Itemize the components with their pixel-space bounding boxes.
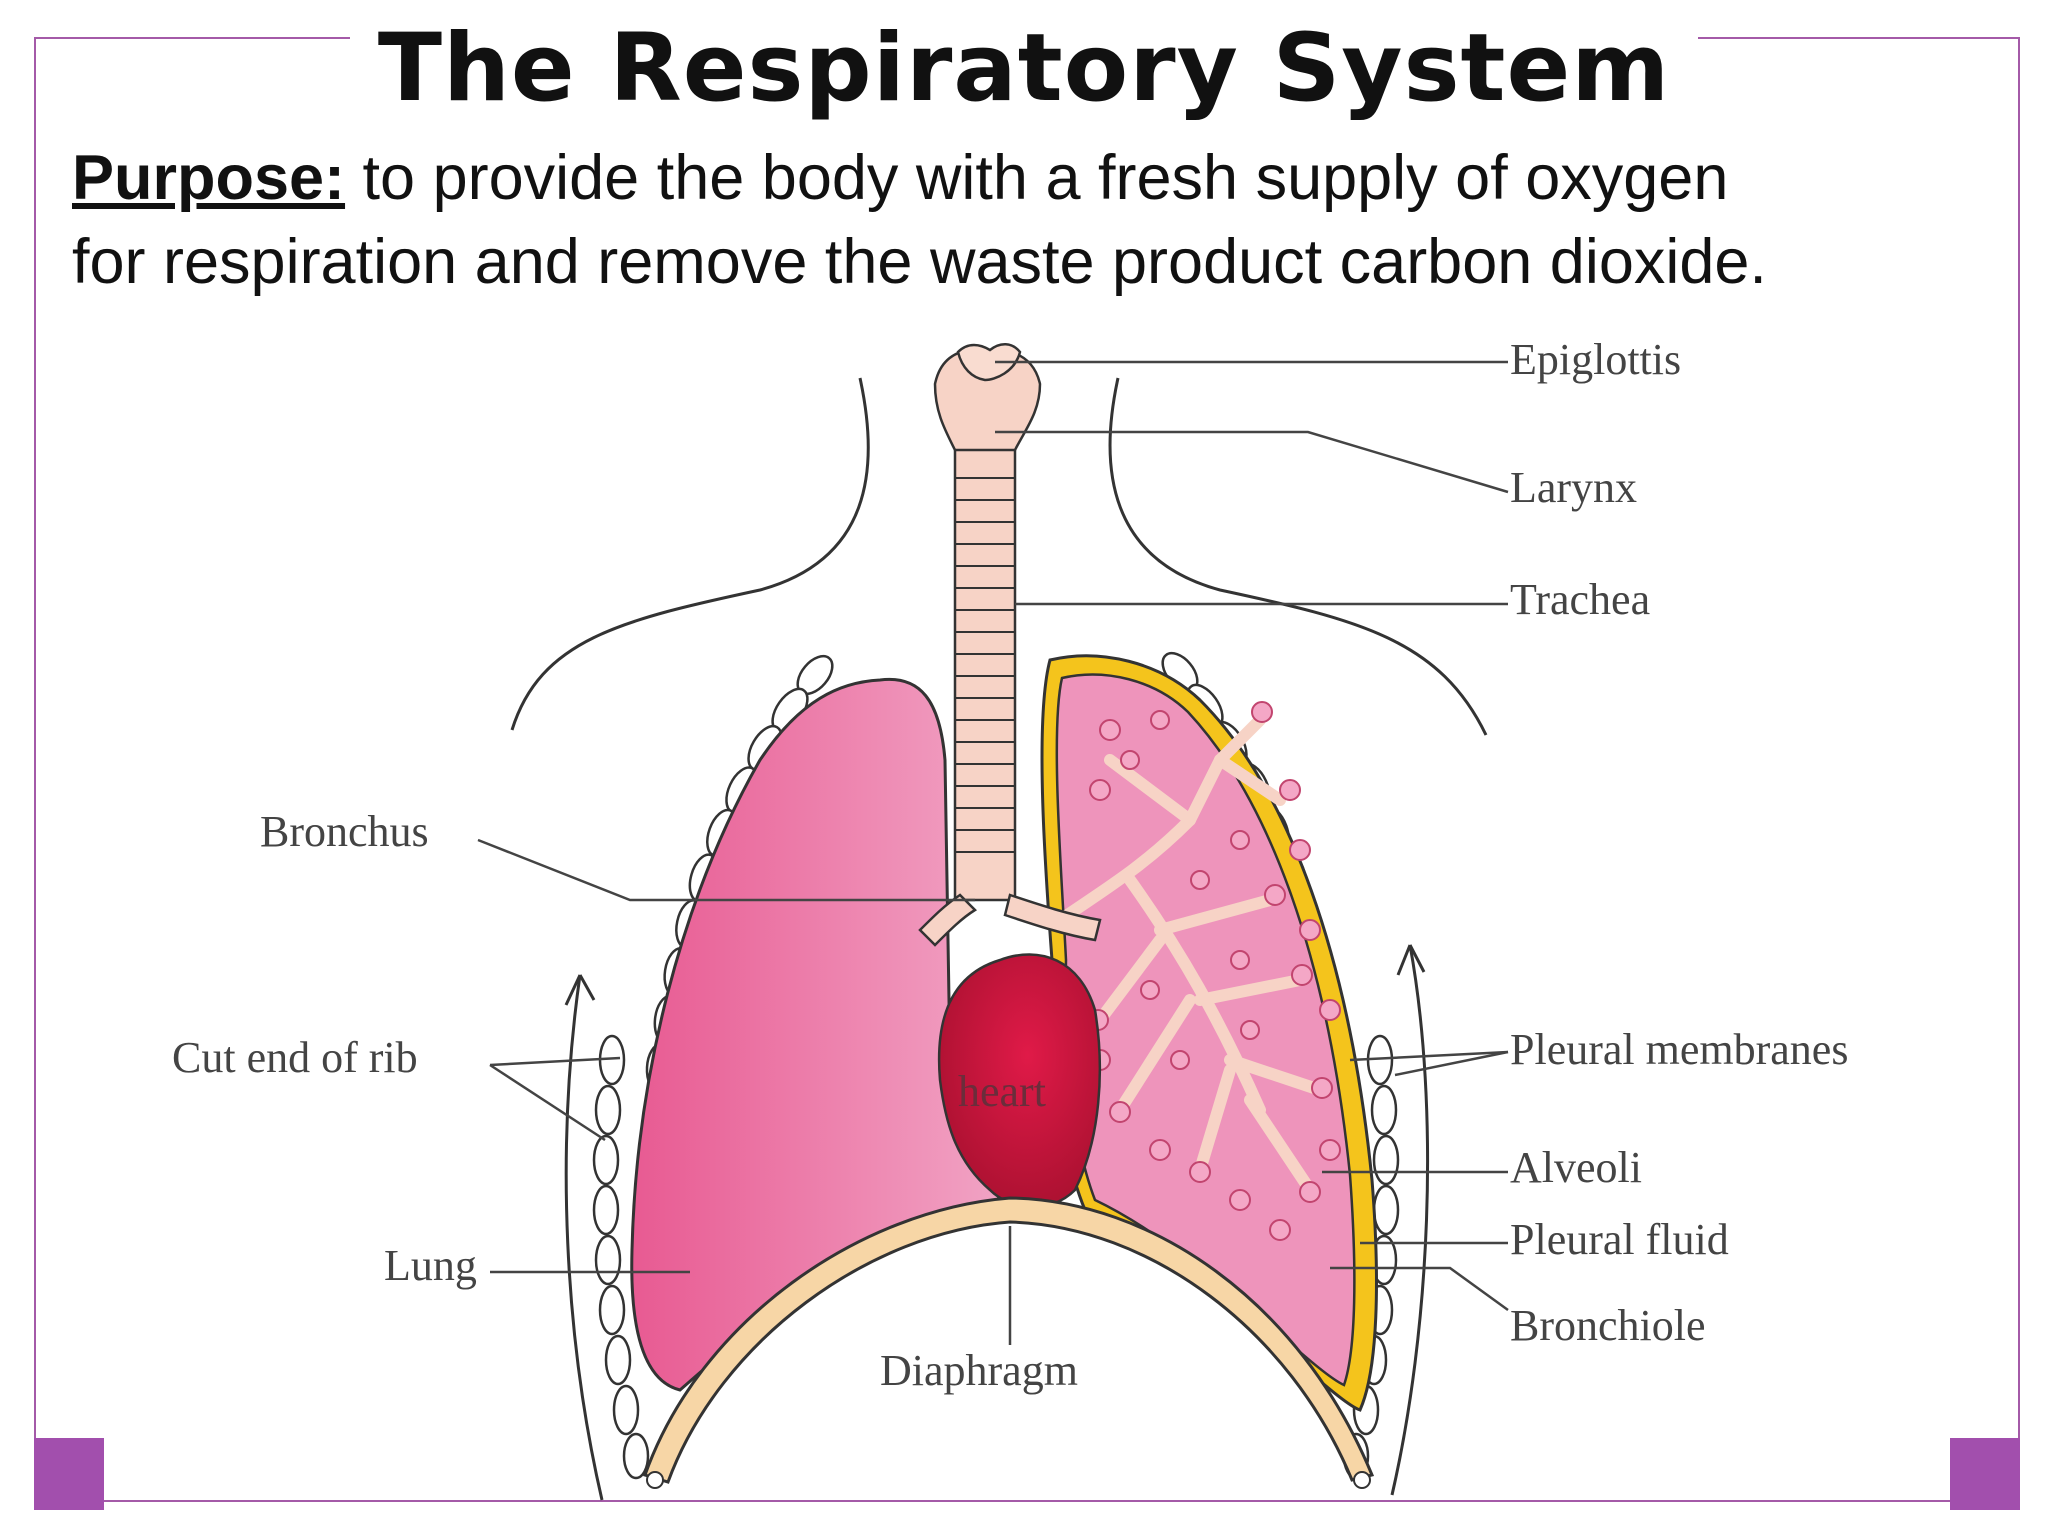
label-bronchus: Bronchus xyxy=(260,807,429,856)
label-larynx: Larynx xyxy=(1510,463,1637,512)
purpose-label: Purpose: xyxy=(72,143,346,213)
label-pleural-membranes: Pleural membranes xyxy=(1510,1025,1848,1074)
trachea xyxy=(953,418,1017,902)
purpose-text-line1: to provide the body with a fresh supply … xyxy=(345,143,1729,213)
diaphragm-end-right xyxy=(1353,1471,1371,1489)
corner-square-left xyxy=(34,1438,104,1510)
bronchi xyxy=(918,893,1102,947)
label-lung: Lung xyxy=(384,1241,477,1290)
slide-title: The Respiratory System xyxy=(0,14,2048,123)
diaphragm xyxy=(643,1196,1375,1484)
label-bronchiole: Bronchiole xyxy=(1510,1301,1706,1350)
slide-title-text: The Respiratory System xyxy=(349,14,1699,123)
label-epiglottis: Epiglottis xyxy=(1510,335,1681,384)
body-outline xyxy=(510,377,1488,736)
label-pleural-fluid: Pleural fluid xyxy=(1510,1215,1729,1264)
bronchiole-tree xyxy=(1054,714,1326,1196)
leader-lines xyxy=(477,360,1509,1345)
epiglottis xyxy=(956,343,1022,382)
label-cut-end-of-rib: Cut end of rib xyxy=(172,1033,418,1082)
diaphragm-end-left xyxy=(646,1471,664,1489)
label-alveoli: Alveoli xyxy=(1510,1143,1642,1192)
label-trachea: Trachea xyxy=(1510,575,1650,624)
label-diaphragm: Diaphragm xyxy=(880,1346,1078,1395)
label-heart: heart xyxy=(958,1067,1046,1116)
body-side-lines xyxy=(564,944,1430,1501)
corner-square-right xyxy=(1950,1438,2020,1510)
purpose-paragraph: Purpose: to provide the body with a fres… xyxy=(72,136,1972,304)
purpose-text-line2: for respiration and remove the waste pro… xyxy=(72,227,1767,297)
